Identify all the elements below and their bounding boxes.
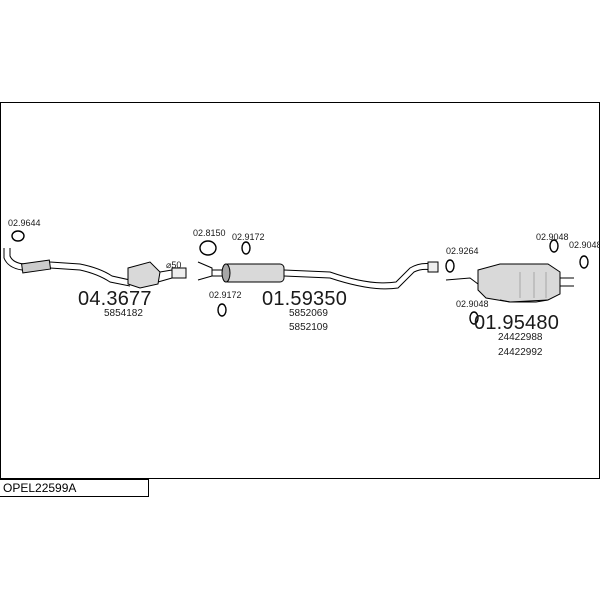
mount-icon bbox=[199, 240, 217, 256]
mount-icon bbox=[241, 241, 251, 255]
rear-silencer bbox=[445, 263, 574, 303]
mount-icon bbox=[579, 255, 589, 269]
part-number-front-pipe: 04.3677 bbox=[78, 288, 152, 310]
part-number-middle-silencer: 01.59350 bbox=[262, 288, 348, 310]
mount-icon bbox=[217, 303, 227, 317]
accessory-label: 02.9644 bbox=[8, 218, 41, 228]
clamp-size: 50 bbox=[171, 260, 182, 270]
part-number-rear-silencer: 01.95480 bbox=[474, 312, 560, 334]
clamp-50 bbox=[171, 267, 187, 279]
accessory-label: 02.9264 bbox=[446, 246, 479, 256]
clamp-label: ⌀50 bbox=[166, 260, 182, 270]
accessory-label: 02.9172 bbox=[232, 232, 265, 242]
accessory-label: 02.9048 bbox=[456, 299, 489, 309]
oe-number-middle-silencer-2: 5852109 bbox=[289, 322, 328, 333]
mount-icon bbox=[549, 239, 559, 253]
gasket-icon bbox=[11, 230, 25, 242]
oe-number-rear-silencer-1: 24422988 bbox=[498, 332, 543, 343]
accessory-label: 02.8150 bbox=[193, 228, 226, 238]
oe-number-front-pipe: 5854182 bbox=[104, 308, 143, 319]
middle-silencer bbox=[197, 261, 439, 290]
oe-number-rear-silencer-2: 24422992 bbox=[498, 347, 543, 358]
diagram-title: OPEL22599A bbox=[0, 479, 149, 497]
oe-number-middle-silencer-1: 5852069 bbox=[289, 308, 328, 319]
accessory-label: 02.9048 bbox=[569, 240, 600, 250]
mount-icon bbox=[445, 259, 455, 273]
front-pipe bbox=[3, 248, 173, 289]
accessory-label: 02.9048 bbox=[536, 232, 569, 242]
accessory-label: 02.9172 bbox=[209, 290, 242, 300]
mount-icon bbox=[469, 311, 479, 325]
accessory-icons bbox=[11, 230, 589, 325]
